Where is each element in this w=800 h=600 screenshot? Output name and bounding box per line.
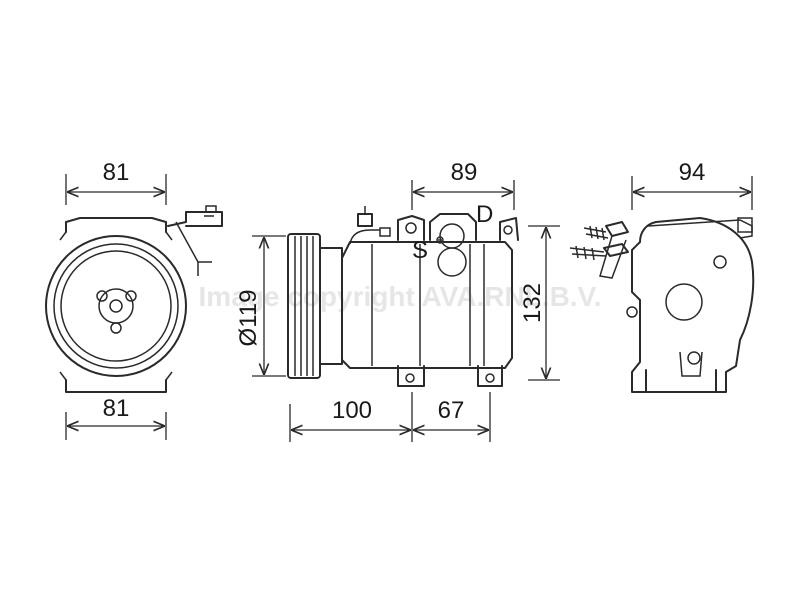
side-bottom-left-label: 100 [332,397,372,424]
rear-view: 94 [569,159,755,393]
side-view: D S 89 100 67 132 Ø119 [235,159,560,442]
rear-width-label: 94 [679,159,706,186]
front-view: 81 81 [45,159,223,440]
front-width-top-label: 81 [103,159,130,186]
discharge-port-label: D [476,201,493,228]
side-bottom-right-label: 67 [438,397,465,424]
suction-port-label: S [412,237,428,264]
front-width-bottom-label: 81 [103,395,130,422]
side-top-width-label: 89 [451,159,478,186]
pulley-diameter-label: Ø119 [235,290,262,347]
side-height-label: 132 [519,283,546,323]
